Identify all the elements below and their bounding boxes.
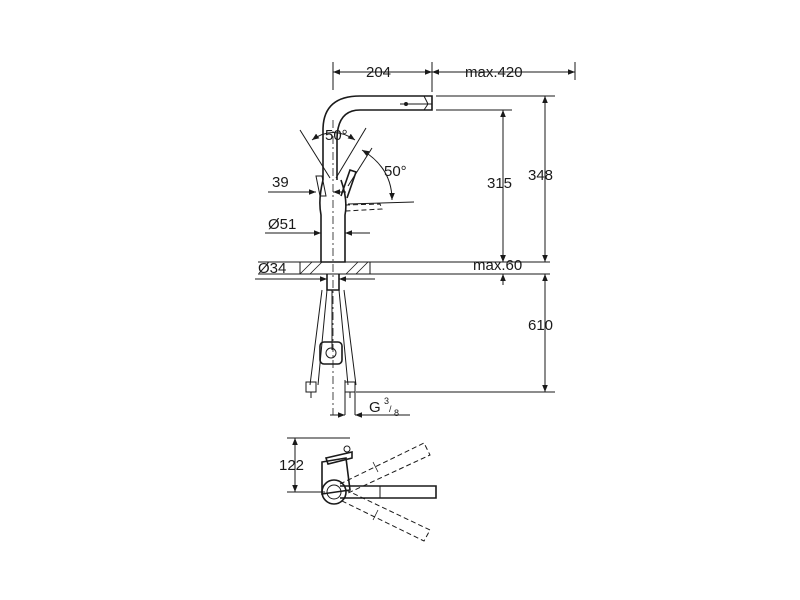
dim-connection: G	[369, 399, 381, 416]
svg-text:/: /	[389, 404, 392, 414]
plan-body	[321, 457, 351, 495]
dim-hose-length: 610	[528, 317, 553, 334]
dim-deck-thickness: max.60	[473, 257, 522, 274]
plan-spout	[340, 485, 437, 499]
angle-arc-spout	[299, 127, 367, 179]
dim-pullout: max.420	[465, 64, 523, 81]
faucet-spout	[322, 95, 433, 180]
dim-connection-den: 8	[394, 408, 399, 418]
dim-body-diameter: Ø51	[268, 216, 296, 233]
dim-angle-spout: 50°	[325, 127, 348, 144]
plan-spout-swing-up	[339, 442, 431, 495]
angle-arc-lever	[361, 149, 395, 201]
dim-angle-lever: 50°	[384, 163, 407, 180]
dim-lever-width: 39	[272, 174, 289, 191]
lever-handle	[340, 168, 358, 199]
plan-view: 122	[279, 437, 437, 542]
lever-open-dashed	[344, 203, 383, 212]
spray-button	[404, 102, 408, 106]
mounting-shank	[326, 274, 340, 291]
plan-spout-swing-down	[339, 489, 431, 542]
dim-spout-height: 315	[487, 175, 512, 192]
supply-hoses	[309, 289, 357, 386]
dim-total-height: 348	[528, 167, 553, 184]
dim-connection-num: 3	[384, 396, 389, 406]
dim-plan-depth: 122	[279, 457, 304, 474]
lever-left	[315, 175, 327, 197]
hose-weight	[319, 341, 343, 365]
plan-lever	[324, 450, 353, 465]
dim-reach: 204	[366, 64, 391, 81]
dim-hole-diameter: Ø34	[258, 260, 286, 277]
front-elevation: 204 max.420 348 315 max.60 610 50° 50° 3…	[255, 62, 576, 418]
